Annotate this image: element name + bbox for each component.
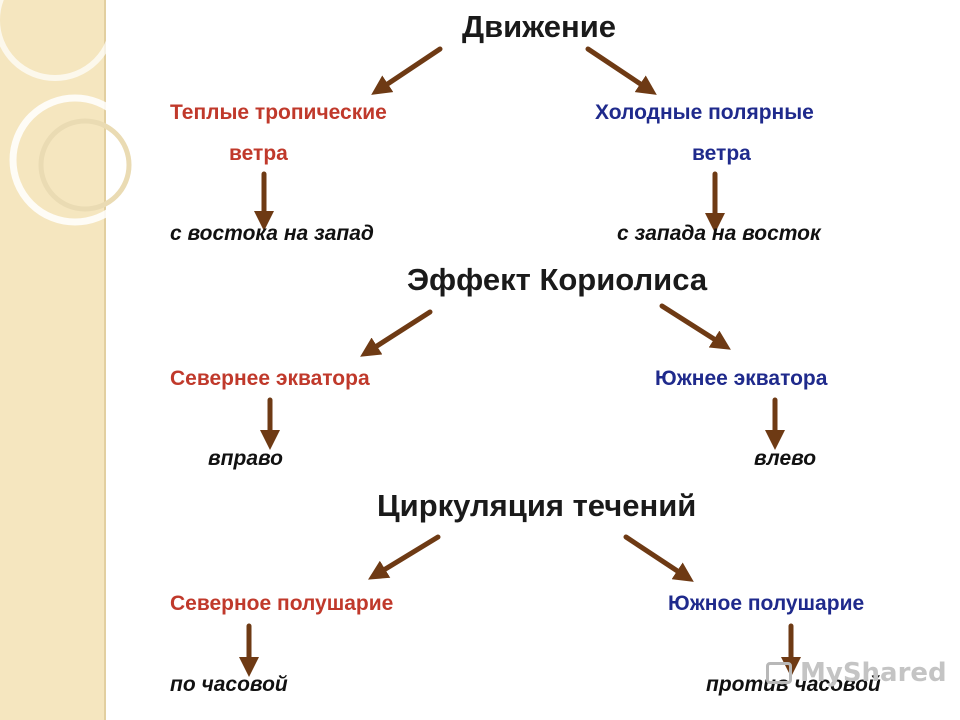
label-south-of-equator: Южнее экватора [655,367,828,390]
direction-left: влево [754,447,817,470]
arrow-coriolis-to-south [659,303,731,350]
heading-current-circulation: Циркуляция течений [377,488,697,523]
watermark-text: MyShared [800,658,947,688]
watermark-box-icon [766,662,792,684]
arrow-movement-to-warm [371,46,443,95]
direction-east-to-west: с востока на запад [170,222,374,245]
watermark-logo: MyShared [766,658,947,692]
label-northern-hemisphere: Северное полушарие [170,592,394,615]
label-warm-winds-line2: ветра [229,142,288,165]
arrow-circulation-to-north [368,534,441,580]
decorative-rings [0,0,140,226]
direction-right: вправо [208,447,284,470]
label-southern-hemisphere: Южное полушарие [668,592,865,615]
direction-west-to-east: с запада на восток [617,222,821,245]
arrow-movement-to-cold [585,46,657,95]
direction-clockwise: по часовой [170,673,288,696]
direction-counterclockwise: против часовой [706,673,881,696]
label-cold-winds: Холодные полярные [595,101,814,124]
label-warm-winds: Теплые тропические [170,101,387,124]
label-north-of-equator: Севернее экватора [170,367,370,390]
side-panel-edge [104,0,106,720]
decorative-ring-medium [38,118,132,212]
label-cold-winds-line2: ветра [692,142,751,165]
decorative-ring-top [0,0,116,81]
decorative-ring-large [9,94,140,226]
arrow-circulation-to-south [623,534,694,582]
heading-coriolis: Эффект Кориолиса [407,262,708,297]
arrow-coriolis-to-north [360,309,433,357]
heading-movement: Движение [462,9,617,44]
